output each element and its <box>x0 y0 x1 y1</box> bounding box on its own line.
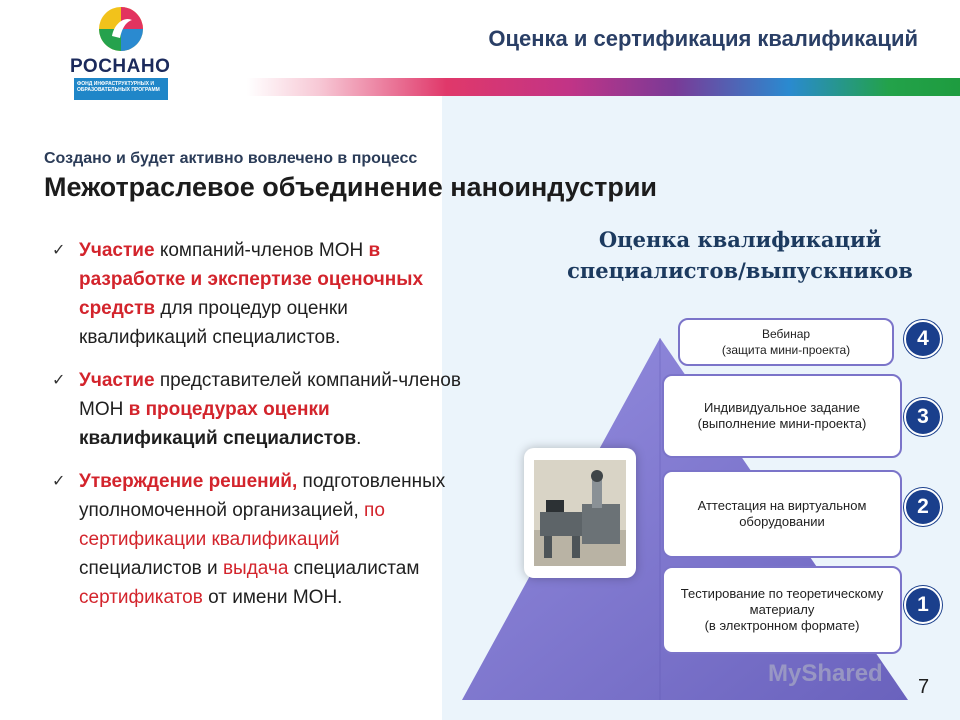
color-stripe <box>247 78 960 96</box>
bullet-list: ✓ Участие компаний-членов МОН в разработ… <box>52 236 462 626</box>
lab-equipment-photo <box>524 448 636 578</box>
bullet-text: от имени МОН. <box>202 587 343 608</box>
level-2-line2: оборудовании <box>739 514 825 529</box>
level-3-line1: Индивидуальное задание <box>704 400 860 415</box>
bullet-highlight: в процедурах оценки <box>128 399 330 420</box>
bullet-item: ✓ Утверждение решений, подготовленных уп… <box>52 467 462 612</box>
bullet-text: подготовленных уполномоченной организаци… <box>79 471 446 521</box>
bullet-text: . <box>356 428 362 449</box>
bullet-text: компаний-членов МОН <box>154 240 369 261</box>
level-number-badge-2: 2 <box>904 488 942 526</box>
bullet-text: представителей компаний-членов МОН <box>79 370 461 420</box>
logo-subtitle: ФОНД ИНФРАСТРУКТУРНЫХ И ОБРАЗОВАТЕЛЬНЫХ … <box>74 78 168 100</box>
lab-equipment-image <box>534 460 626 566</box>
assessment-title-line2: специалистов/выпускников <box>567 258 913 283</box>
bullet-item: ✓ Участие представителей компаний-членов… <box>52 366 462 453</box>
bullet-highlight: выдача <box>222 558 289 579</box>
slide-title: Оценка и сертификация квалификаций <box>488 26 918 51</box>
level-1-line2: (в электронном формате) <box>704 618 860 633</box>
bullet-bold: Участие <box>79 370 155 391</box>
level-3-line2: (выполнение мини-проекта) <box>697 416 867 431</box>
level-4-line2: (защита мини-проекта) <box>721 343 851 357</box>
level-1-line1: Тестирование по теоретическому материалу <box>680 586 884 617</box>
level-number-badge-1: 1 <box>904 586 942 624</box>
page-number: 7 <box>918 676 930 698</box>
checkmark-icon: ✓ <box>52 473 66 490</box>
bullet-bold: Утверждение решений, <box>79 471 298 492</box>
level-number-badge-4: 4 <box>904 320 942 358</box>
checkmark-icon: ✓ <box>52 242 66 259</box>
checkmark-icon: ✓ <box>52 372 66 389</box>
bullet-text: специалистам <box>288 558 420 579</box>
level-number-badge-3: 3 <box>904 398 942 436</box>
bullet-text: специалистов и <box>79 558 223 579</box>
bullet-highlight: по сертификации квалификаций <box>79 500 385 550</box>
assessment-title-line1: Оценка квалификаций <box>598 227 882 252</box>
bullet-highlight: в разработке и экспертизе оценочных сред… <box>79 240 424 319</box>
bullet-bold: Участие <box>79 240 155 261</box>
level-4-line1: Вебинар <box>761 327 811 341</box>
bullet-text: для процедур оценки квалификаций специал… <box>79 298 348 348</box>
level-box-4: Вебинар (защита мини-проекта) <box>678 318 894 366</box>
level-2-line1: Аттестация на виртуальном <box>697 498 867 513</box>
bullet-highlight: сертификатов <box>79 587 203 608</box>
rosnano-logo: РОСНАНО ФОНД ИНФРАСТРУКТУРНЫХ И ОБРАЗОВА… <box>70 6 180 100</box>
level-box-3: Индивидуальное задание(выполнение мини-п… <box>662 374 902 458</box>
logo-mark-icon <box>99 7 143 51</box>
section-heading: Межотраслевое объединение наноиндустрии <box>44 172 658 202</box>
bullet-bold-text: квалификаций специалистов <box>79 428 357 449</box>
bullet-item: ✓ Участие компаний-членов МОН в разработ… <box>52 236 462 352</box>
level-box-1: Тестирование по теоретическому материалу… <box>662 566 902 654</box>
assessment-title: Оценка квалификаций специалистов/выпускн… <box>520 224 960 286</box>
watermark: MyShared <box>768 660 883 687</box>
section-subtitle: Создано и будет активно вовлечено в проц… <box>44 150 418 167</box>
logo-name: РОСНАНО <box>70 56 171 77</box>
